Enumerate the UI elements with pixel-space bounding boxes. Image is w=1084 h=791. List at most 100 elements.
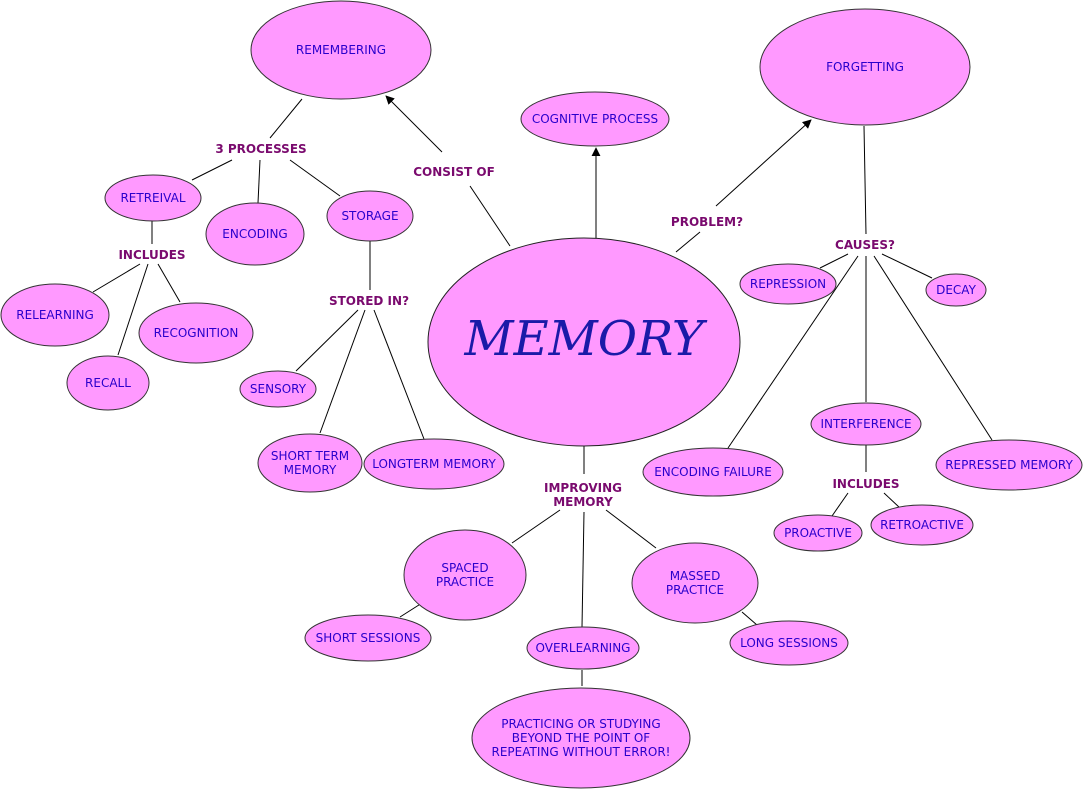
connector-includes-proactive xyxy=(831,492,849,517)
label-stored-in: STORED IN? xyxy=(329,294,409,308)
node-short-sessions: SHORT SESSIONS xyxy=(304,614,432,662)
node-encoding-failure-text: ENCODING FAILURE xyxy=(654,465,772,479)
node-forgetting-text: FORGETTING xyxy=(826,60,904,74)
node-storage-text: STORAGE xyxy=(341,209,398,223)
node-recall-text-line: RECALL xyxy=(85,376,131,390)
connector-causes-decay xyxy=(881,253,933,279)
connector-causes-repressedmemory xyxy=(873,255,993,441)
label-problem: PROBLEM? xyxy=(671,215,743,229)
node-retreival-text: RETREIVAL xyxy=(120,191,185,205)
node-short-term-memory-text-line: MEMORY xyxy=(284,463,337,477)
node-forgetting-text-line: FORGETTING xyxy=(826,60,904,74)
node-proactive-text-line: PROACTIVE xyxy=(784,526,852,540)
node-recognition-text: RECOGNITION xyxy=(154,326,239,340)
connector-includes-recognition xyxy=(157,263,181,303)
connector-remembering-processes xyxy=(269,98,303,139)
label-improving-memory-line: IMPROVING xyxy=(544,480,622,494)
node-recognition: RECOGNITION xyxy=(138,302,254,364)
label-problem-line: PROBLEM? xyxy=(671,215,743,229)
node-repression-text-line: REPRESSION xyxy=(750,277,826,291)
label-3-processes: 3 PROCESSES xyxy=(215,142,306,156)
connector-massed-longsessions xyxy=(741,611,758,626)
node-repressed-memory: REPRESSED MEMORY xyxy=(935,439,1083,491)
node-overlearning-text: OVERLEARNING xyxy=(536,641,631,655)
node-interference-text: INTERFERENCE xyxy=(820,417,911,431)
arrow-consist-remembering xyxy=(385,95,443,153)
node-memory-text-line: MEMORY xyxy=(463,311,707,367)
node-proactive: PROACTIVE xyxy=(773,514,863,552)
node-encoding-text-line: ENCODING xyxy=(222,227,287,241)
connector-forgetting-causes xyxy=(863,125,867,235)
connector-improving-overlearning xyxy=(581,511,585,628)
node-relearning-text: RELEARNING xyxy=(16,308,94,322)
node-repression: REPRESSION xyxy=(739,263,837,305)
node-cognitive-process-text: COGNITIVE PROCESS xyxy=(532,112,658,126)
node-massed-practice-text-line: PRACTICE xyxy=(666,583,724,597)
node-memory-text: MEMORY xyxy=(463,311,707,367)
connector-includes-relearning xyxy=(92,263,141,293)
node-memory: MEMORY xyxy=(427,237,741,447)
node-relearning: RELEARNING xyxy=(0,283,110,347)
label-3-processes-line: 3 PROCESSES xyxy=(215,142,306,156)
label-causes-line: CAUSES? xyxy=(835,238,895,252)
connector-storedin-longterm xyxy=(373,309,425,440)
connector-processes-retreival xyxy=(191,159,233,181)
node-cognitive-process: COGNITIVE PROCESS xyxy=(520,91,670,147)
node-sensory: SENSORY xyxy=(239,370,317,408)
connector-includes-retroactive xyxy=(883,492,901,509)
label-consist-of: CONSIST OF xyxy=(413,165,495,179)
node-storage-text-line: STORAGE xyxy=(341,209,398,223)
node-spaced-practice-text-line: SPACED xyxy=(441,560,488,574)
node-retroactive-text-line: RETROACTIVE xyxy=(880,518,964,532)
node-short-sessions-text-line: SHORT SESSIONS xyxy=(316,631,421,645)
node-longterm-memory-text-line: LONGTERM MEMORY xyxy=(372,457,496,471)
node-decay-text: DECAY xyxy=(936,283,976,297)
node-short-term-memory-text-line: SHORT TERM xyxy=(271,448,349,462)
connector-improving-massed xyxy=(605,509,657,549)
connector-storedin-shortterm xyxy=(319,309,366,434)
label-includes-retrieval: INCLUDES xyxy=(118,248,185,262)
node-remembering: REMEMBERING xyxy=(250,0,432,100)
node-sensory-text-line: SENSORY xyxy=(250,382,307,396)
node-longterm-memory-text: LONGTERM MEMORY xyxy=(372,457,496,471)
node-cognitive-process-text-line: COGNITIVE PROCESS xyxy=(532,112,658,126)
connector-causes-encodingfailure xyxy=(727,255,859,449)
connector-processes-encoding xyxy=(257,159,261,204)
connector-spaced-shortsessions xyxy=(399,602,423,618)
node-practicing-beyond-text-line: BEYOND THE POINT OF xyxy=(512,731,651,745)
node-encoding-failure-text-line: ENCODING FAILURE xyxy=(654,465,772,479)
node-repressed-memory-text-line: REPRESSED MEMORY xyxy=(945,458,1073,472)
connectors xyxy=(92,95,993,686)
node-massed-practice-text-line: MASSED xyxy=(670,568,721,582)
node-decay: DECAY xyxy=(925,273,987,307)
node-spaced-practice-text-line: PRACTICE xyxy=(436,575,494,589)
connector-includes-recall xyxy=(117,263,149,356)
label-improving-memory-line: MEMORY xyxy=(553,495,613,509)
edge-labels: CONSIST OF 3 PROCESSES INCLUDES STORED I… xyxy=(118,142,899,509)
node-overlearning-text-line: OVERLEARNING xyxy=(536,641,631,655)
node-encoding: ENCODING xyxy=(205,202,305,266)
node-encoding-failure: ENCODING FAILURE xyxy=(642,447,784,497)
node-encoding-text: ENCODING xyxy=(222,227,287,241)
label-stored-in-line: STORED IN? xyxy=(329,294,409,308)
node-long-sessions-text: LONG SESSIONS xyxy=(740,636,838,650)
node-retreival-text-line: RETREIVAL xyxy=(120,191,185,205)
label-includes-retrieval-line: INCLUDES xyxy=(118,248,185,262)
label-includes-interference: INCLUDES xyxy=(832,477,899,491)
label-causes: CAUSES? xyxy=(835,238,895,252)
node-short-sessions-text: SHORT SESSIONS xyxy=(316,631,421,645)
node-remembering-text: REMEMBERING xyxy=(296,43,386,57)
node-long-sessions-text-line: LONG SESSIONS xyxy=(740,636,838,650)
node-repressed-memory-text: REPRESSED MEMORY xyxy=(945,458,1073,472)
node-decay-text-line: DECAY xyxy=(936,283,976,297)
